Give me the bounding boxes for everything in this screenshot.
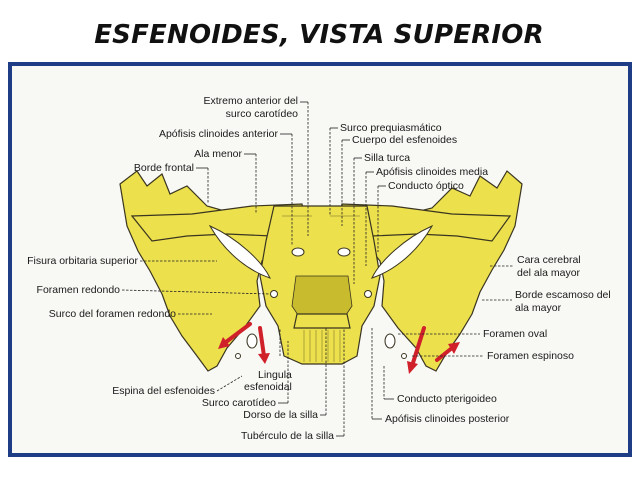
body-texture: [282, 215, 360, 362]
label-conducto-optico: Conducto óptico: [388, 180, 464, 192]
label-conducto-pterigoideo: Conducto pterigoideo: [397, 393, 497, 405]
labels: Extremo anterior del surco carotídeo Apó…: [27, 95, 611, 442]
label-foramen-espinoso: Foramen espinoso: [487, 350, 574, 362]
label-lingula-2: esfenoidal: [244, 381, 292, 393]
sphenoid-diagram: Extremo anterior del surco carotídeo Apó…: [27, 95, 611, 442]
label-borde-escamoso-2: ala mayor: [515, 302, 562, 314]
label-apofisis-clinoides-media: Apófisis clinoides media: [376, 166, 488, 178]
label-fisura-orbitaria: Fisura orbitaria superior: [27, 255, 138, 267]
label-extremo-anterior: Extremo anterior del: [203, 95, 298, 107]
label-surco-prequiasmatico: Surco prequiasmático: [340, 122, 442, 134]
label-surco-carotideo: Surco carotídeo: [202, 397, 276, 409]
label-cara-cerebral-1: Cara cerebral: [517, 254, 581, 266]
label-tuberculo-silla: Tubérculo de la silla: [241, 430, 334, 442]
label-cuerpo-esfenoides: Cuerpo del esfenoides: [352, 134, 457, 146]
label-foramen-oval: Foramen oval: [483, 328, 547, 340]
foramen-spinosum-left: [235, 353, 241, 359]
label-surco-carotideo-top: surco carotídeo: [226, 108, 299, 120]
dorsum-sellae: [293, 313, 351, 329]
label-silla-turca: Silla turca: [364, 152, 410, 164]
label-surco-foramen-redondo: Surco del foramen redondo: [49, 308, 176, 320]
label-borde-frontal: Borde frontal: [134, 162, 194, 174]
label-espina-esfenoides: Espina del esfenoides: [112, 385, 215, 397]
foramen-ovale-right: [384, 333, 396, 349]
label-foramen-redondo: Foramen redondo: [37, 284, 121, 296]
leader-lines: [121, 101, 514, 437]
label-dorso-silla: Dorso de la silla: [243, 409, 318, 421]
label-lingula-1: Lingula: [258, 369, 292, 381]
red-arrows: [218, 322, 460, 374]
label-cara-cerebral-2: del ala mayor: [517, 267, 581, 279]
foramen-spinosum-right: [401, 353, 407, 359]
anatomy-figure: Extremo anterior del surco carotídeo Apó…: [8, 62, 632, 457]
superior-orbital-fissure-left: [208, 224, 271, 279]
foramen-ovale-left: [246, 333, 258, 349]
optic-canal-right: [337, 247, 351, 257]
label-apofisis-clinoides-anterior: Apófisis clinoides anterior: [159, 128, 279, 140]
foramen-rotundum-left: [270, 290, 278, 298]
label-borde-escamoso-1: Borde escamoso del: [515, 289, 611, 301]
label-apofisis-clinoides-posterior: Apófisis clinoides posterior: [385, 413, 510, 425]
sphenoid-bone: [119, 170, 523, 374]
optic-canal-left: [291, 247, 305, 257]
label-ala-menor: Ala menor: [194, 148, 242, 160]
slide-title: ESFENOIDES, VISTA SUPERIOR: [94, 20, 544, 50]
foramen-rotundum-right: [364, 290, 372, 298]
superior-orbital-fissure-right: [371, 224, 434, 279]
